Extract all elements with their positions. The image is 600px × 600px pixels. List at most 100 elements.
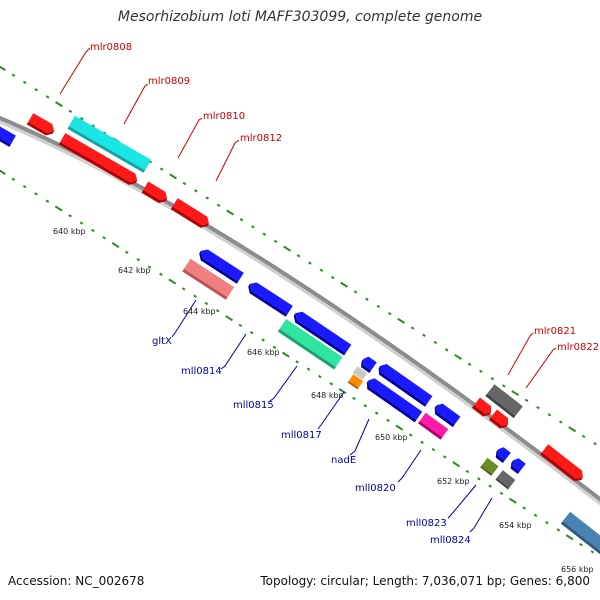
minor-tick [408, 433, 413, 437]
kbp-label: 640 kbp [53, 227, 86, 236]
minor-tick [499, 491, 504, 496]
gene-block-blue-c[interactable] [432, 401, 461, 428]
topology-text: Topology: circular; Length: 7,036,071 bp… [260, 574, 590, 588]
minor-tick [91, 124, 96, 128]
leader-mlr0808 [59, 47, 91, 95]
gene-label-nadE[interactable]: nadE [331, 455, 356, 466]
minor-tick [330, 275, 335, 280]
leader-mll0815 [269, 365, 298, 402]
minor-tick [80, 116, 84, 121]
gene-block-red-right[interactable] [540, 444, 586, 484]
minor-tick [431, 447, 436, 452]
gene-block-orange[interactable] [347, 374, 364, 390]
gene-block-blue-small-3[interactable] [508, 456, 526, 474]
minor-tick [433, 340, 438, 345]
gene-block-mll0815[interactable] [277, 319, 343, 370]
minor-tick [215, 309, 220, 313]
major-tick [54, 205, 63, 212]
gene-block-mll0823[interactable] [480, 457, 499, 476]
minor-tick [479, 369, 483, 374]
minor-tick [545, 520, 549, 525]
leader-mll0823 [447, 484, 477, 519]
gene-label-mlr0810[interactable]: mlr0810 [203, 111, 245, 122]
major-tick [225, 315, 233, 322]
gene-label-mlr0821[interactable]: mlr0821 [534, 326, 576, 337]
gene-block-blue-small-1[interactable] [359, 355, 377, 373]
gene-label-mll0820[interactable]: mll0820 [355, 483, 396, 494]
minor-tick [363, 404, 368, 408]
minor-tick [249, 331, 254, 335]
minor-tick [365, 297, 369, 301]
minor-tick [159, 167, 164, 171]
minor-tick [422, 333, 426, 337]
minor-tick [556, 528, 561, 532]
minor-tick [444, 348, 449, 352]
gene-block-grey-small[interactable] [352, 366, 368, 380]
gene-block-mll0817[interactable] [376, 362, 433, 407]
gene-block-mlr0821[interactable] [471, 397, 494, 419]
label-leader-lines [59, 47, 557, 533]
gene-label-mll0815[interactable]: mll0815 [233, 400, 274, 411]
minor-tick [376, 304, 381, 309]
minor-tick [295, 360, 299, 364]
gene-block-mlr0822[interactable] [488, 409, 511, 431]
major-tick [281, 351, 290, 358]
major-tick [340, 281, 349, 288]
minor-tick [410, 326, 415, 330]
major-tick [0, 65, 6, 71]
gene-block-left-edge[interactable] [0, 123, 16, 147]
gene-label-mll0824[interactable]: mll0824 [430, 535, 471, 546]
major-tick [168, 278, 177, 285]
minor-tick [536, 405, 540, 410]
gene-block-nadE[interactable] [364, 376, 423, 423]
minor-tick [22, 184, 27, 189]
minor-tick [420, 440, 424, 444]
minor-tick [467, 362, 472, 366]
major-tick [111, 242, 120, 249]
accession-text: Accession: NC_002678 [8, 574, 145, 588]
minor-tick [68, 214, 72, 218]
gene-label-mlr0808[interactable]: mlr0808 [90, 42, 132, 53]
minor-tick [306, 367, 311, 371]
minor-tick [490, 377, 495, 381]
minor-tick [194, 189, 198, 193]
gene-block-gltX[interactable] [182, 258, 235, 300]
gene-label-mll0814[interactable]: mll0814 [181, 366, 222, 377]
gene-block-mlr0812a[interactable] [141, 181, 170, 206]
minor-tick [11, 73, 16, 77]
leader-mll0820 [397, 449, 422, 483]
major-tick [568, 426, 577, 433]
minor-tick [11, 177, 16, 181]
gene-block-steelblue[interactable] [560, 511, 600, 561]
leader-mlr0821 [507, 332, 534, 376]
gene-block-mlr0812[interactable] [170, 198, 212, 230]
gene-block-grey-1[interactable] [485, 384, 523, 419]
minor-tick [193, 294, 197, 298]
minor-tick [558, 420, 563, 424]
minor-tick [22, 80, 27, 85]
minor-tick [34, 192, 38, 196]
gene-label-mlr0822[interactable]: mlr0822 [557, 342, 599, 353]
minor-tick [182, 181, 187, 186]
gene-block-mlr0808[interactable] [26, 113, 57, 138]
gene-block-mll0824[interactable] [495, 470, 516, 490]
gene-block-blue-small-2[interactable] [493, 445, 511, 463]
gene-label-mll0823[interactable]: mll0823 [406, 518, 447, 529]
gene-block-mlr0810[interactable] [58, 133, 140, 187]
gene-block-blue-b[interactable] [246, 280, 293, 317]
gene-block-blue-a[interactable] [197, 247, 244, 284]
map-title: Mesorhizobium loti MAFF303099, complete … [117, 9, 483, 25]
gene-block-mlr0809[interactable] [67, 115, 152, 173]
gene-label-mll0817[interactable]: mll0817 [281, 430, 322, 441]
minor-tick [524, 398, 529, 402]
gene-block-mll0820[interactable] [417, 412, 449, 440]
minor-tick [102, 236, 106, 240]
minor-tick [125, 250, 129, 255]
major-tick [226, 209, 235, 216]
minor-tick [261, 338, 265, 342]
gene-block-mll0814[interactable] [291, 309, 352, 356]
minor-tick [204, 301, 209, 306]
gene-label-gltX[interactable]: gltX [152, 336, 172, 347]
gene-label-mlr0812[interactable]: mlr0812 [240, 133, 282, 144]
gene-label-mlr0809[interactable]: mlr0809 [148, 76, 190, 87]
